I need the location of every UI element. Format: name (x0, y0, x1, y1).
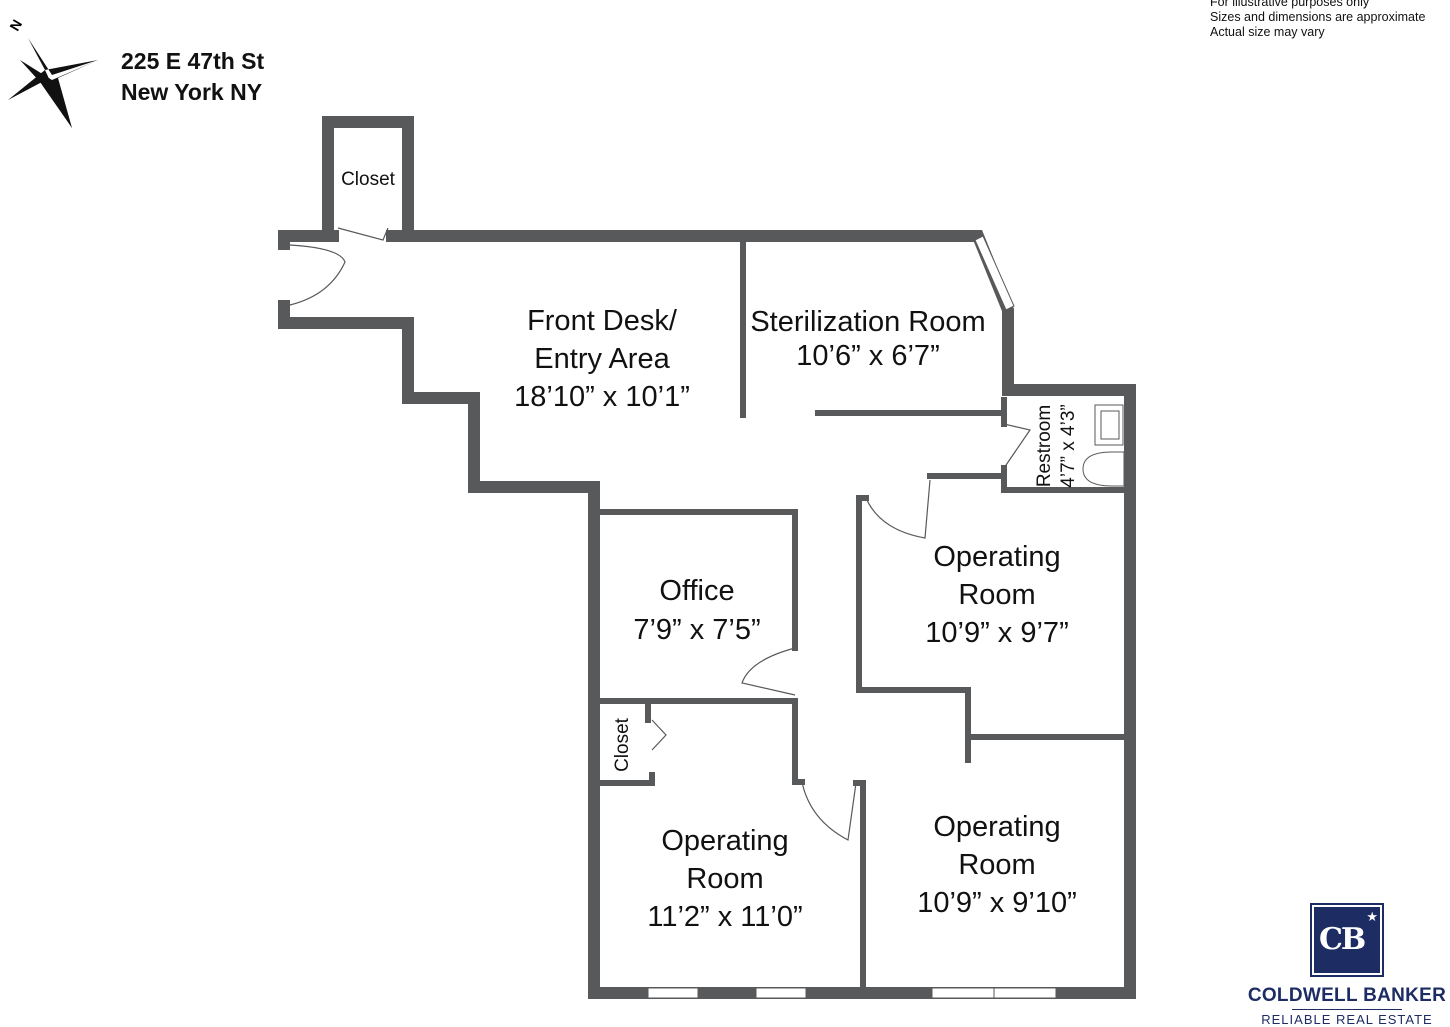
compass-icon: N (6, 17, 98, 128)
star-icon: ★ (1366, 909, 1378, 924)
windows (647, 235, 1057, 999)
room-dims-operating-3: 10’9” x 9’10” (917, 887, 1077, 919)
room-label-operating-3-2: Room (958, 849, 1035, 881)
exterior-walls (278, 116, 1136, 999)
room-label-closet-top: Closet (341, 169, 396, 190)
room-label-operating-1-2: Room (958, 579, 1035, 611)
room-dims-front-desk: 18’10” x 10’1” (514, 381, 690, 413)
disclaimer-line: Actual size may vary (1210, 25, 1325, 39)
logo-name: COLDWELL BANKER (1247, 985, 1447, 1006)
room-label-operating-3: Operating (933, 811, 1060, 843)
room-label-office: Office (659, 575, 734, 607)
logo-subtitle: RELIABLE REAL ESTATE (1261, 1012, 1433, 1027)
coldwell-banker-logo: CB ★ COLDWELL BANKER RELIABLE REAL ESTAT… (1244, 903, 1450, 1027)
room-label-sterilization: Sterilization Room (750, 306, 985, 338)
cb-monogram-icon: CB ★ (1310, 903, 1384, 977)
logo-monogram: CB (1319, 922, 1366, 957)
disclaimer-line: For illustrative purposes only (1210, 0, 1370, 9)
room-dims-office: 7’9” x 7’5” (633, 614, 760, 646)
room-dims-operating-1: 10’9” x 9’7” (925, 617, 1068, 649)
disclaimer: For illustrative purposes only Sizes and… (1210, 0, 1425, 40)
address-line-2: New York NY (121, 79, 263, 105)
room-label-operating-2-2: Room (686, 863, 763, 895)
doors (289, 227, 1031, 841)
room-dims-sterilization: 10’6” x 6’7” (796, 340, 939, 372)
interior-walls (597, 241, 1129, 993)
room-label-operating-1: Operating (933, 541, 1060, 573)
room-label-front-desk: Front Desk/ (527, 305, 678, 337)
room-label-closet-bottom: Closet (612, 717, 633, 772)
logo-divider (1292, 1009, 1402, 1010)
disclaimer-line: Sizes and dimensions are approximate (1210, 10, 1426, 24)
restroom-fixtures (1082, 404, 1125, 487)
compass-north-label: N (6, 17, 25, 34)
room-label-operating-2: Operating (661, 825, 788, 857)
address-line-1: 225 E 47th St (121, 48, 265, 74)
room-dims-operating-2: 11’2” x 11’0” (647, 901, 802, 933)
room-label-front-desk-2: Entry Area (534, 343, 670, 375)
room-label-restroom: Restroom (1034, 405, 1055, 487)
property-address: 225 E 47th St New York NY (121, 46, 264, 108)
room-dims-restroom: 4’7” x 4’3” (1058, 404, 1079, 487)
